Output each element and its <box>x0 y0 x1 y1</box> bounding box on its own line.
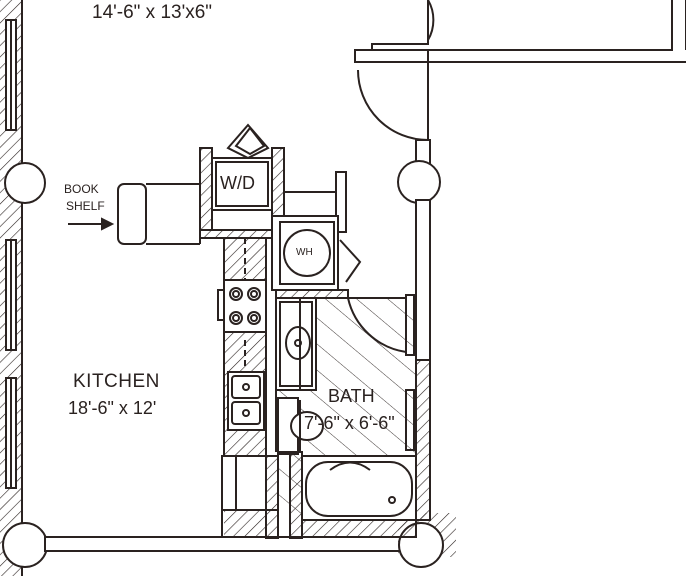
book-shelf-label-line2: SHELF <box>66 199 105 213</box>
bath-label: BATH <box>328 386 375 406</box>
book-shelf <box>68 183 201 245</box>
stove <box>217 279 267 333</box>
water-heater-label: WH <box>296 247 313 258</box>
interior-wall <box>275 390 301 452</box>
kitchen-dimension: 18'-6" x 12' <box>68 398 157 418</box>
kitchen-sink <box>227 371 265 431</box>
top-room-dimension: 14'-6" x 13'x6" <box>92 2 213 23</box>
left-exterior-wall <box>0 0 23 576</box>
refrigerator <box>221 455 279 539</box>
water-heater-closet <box>271 215 362 299</box>
washer-dryer-label: W/D <box>220 173 255 193</box>
bathtub <box>301 455 417 538</box>
column <box>2 162 48 568</box>
top-wall <box>354 0 686 141</box>
bath-dimension: 7'-6" x 6'-6" <box>304 413 395 433</box>
book-shelf-label-line1: BOOK <box>64 182 99 196</box>
kitchen-label: KITCHEN <box>73 371 160 392</box>
